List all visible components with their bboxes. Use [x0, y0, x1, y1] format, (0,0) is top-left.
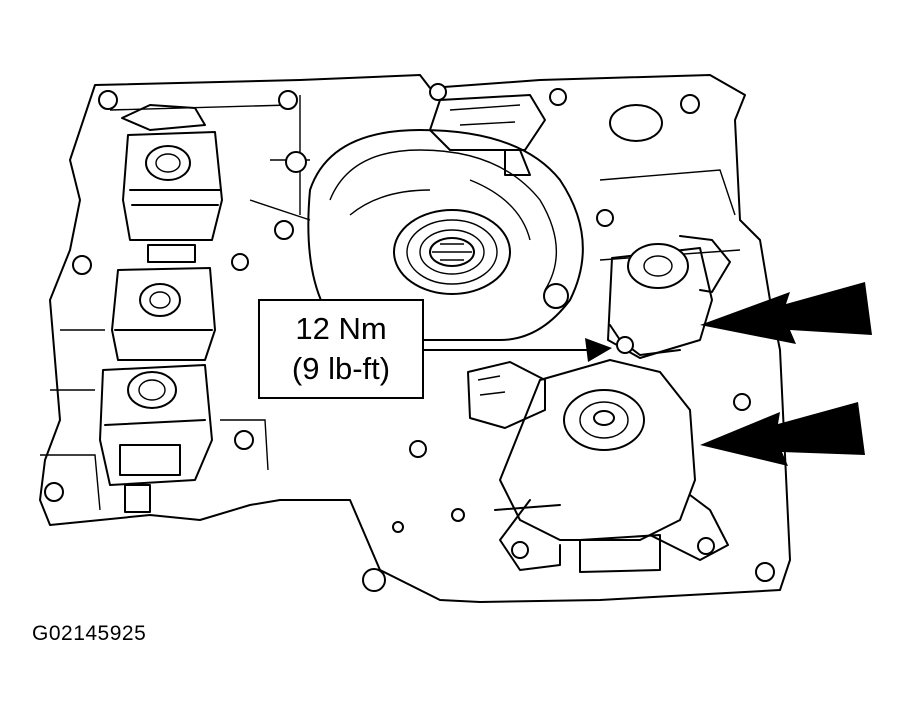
pad-ellipse — [609, 104, 663, 142]
lower-pad — [494, 504, 661, 573]
connector-plug — [467, 361, 546, 429]
torque-imperial: (9 lb-ft) — [291, 351, 391, 386]
lower-right-solenoid — [467, 336, 729, 571]
figure-id: G02145925 — [32, 622, 147, 645]
upper-bracket — [429, 94, 546, 151]
pointer-arrow-upper — [700, 282, 872, 344]
pointer-arrow-lower — [700, 402, 865, 466]
torque-metric: 12 Nm — [295, 311, 387, 346]
solenoid-stack-left — [99, 104, 223, 513]
valve-body-plate — [39, 74, 791, 603]
mounting-holes — [44, 83, 775, 592]
upper-right-solenoid — [607, 235, 731, 359]
torque-callout-box: 12 Nm (9 lb-ft) — [258, 299, 424, 399]
pump-housing — [307, 129, 584, 341]
callout-arrowhead — [585, 338, 612, 362]
